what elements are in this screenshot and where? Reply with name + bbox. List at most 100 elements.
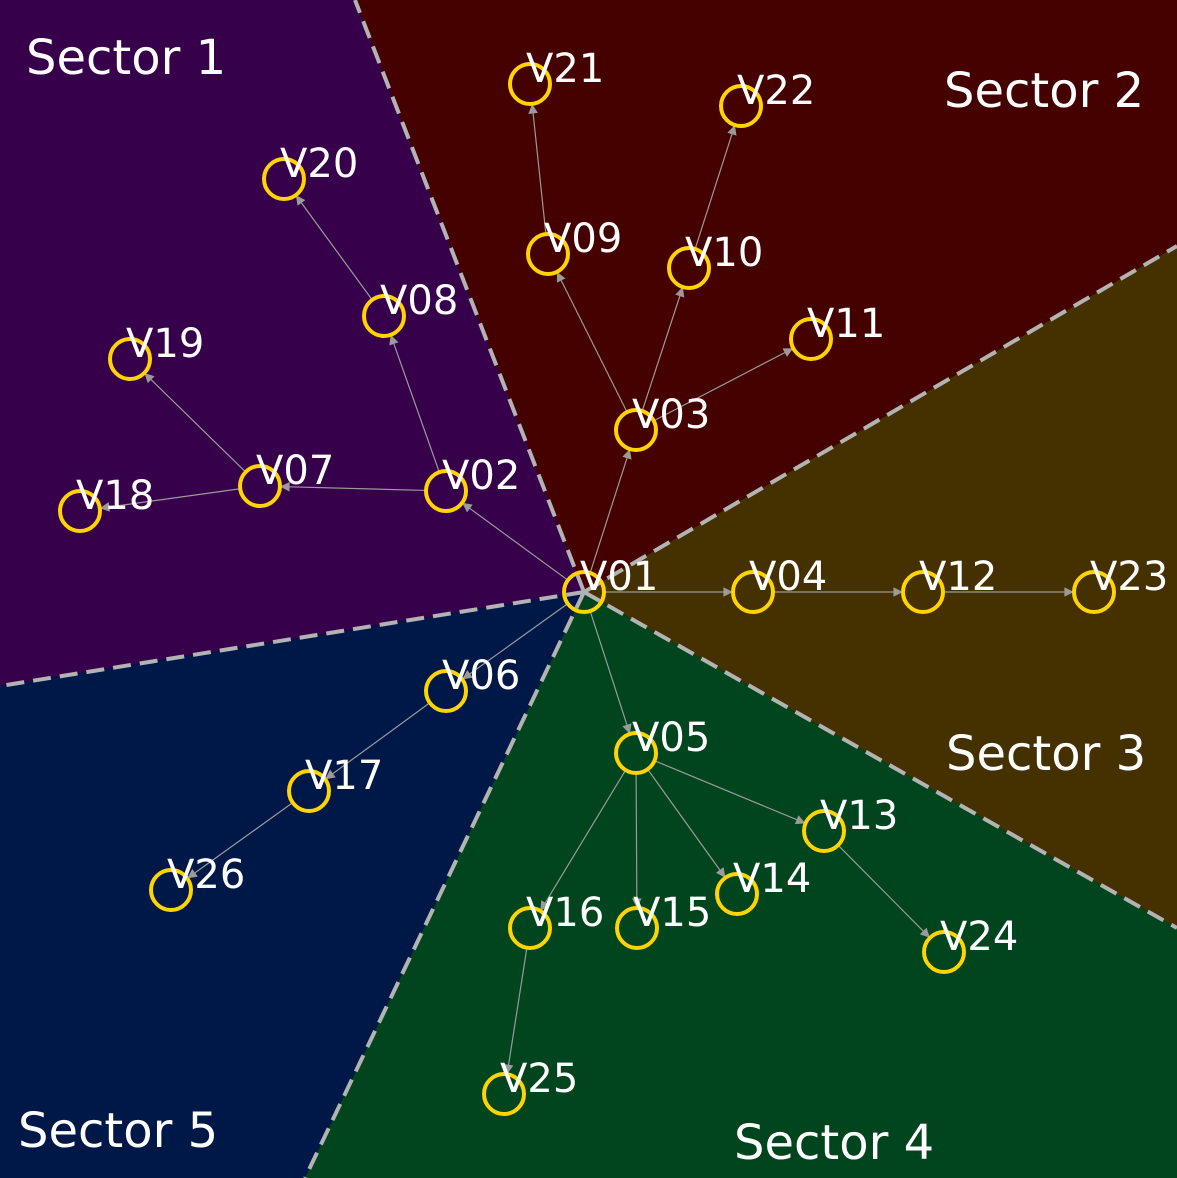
sector-1-region <box>0 0 584 686</box>
edge-v01-v03 <box>589 448 632 574</box>
edge-v13-v24 <box>837 844 931 939</box>
edge-v05-v15 <box>632 772 642 909</box>
node-label: V25 <box>500 1056 578 1102</box>
node-circle <box>482 1072 526 1116</box>
node-label: V24 <box>940 914 1018 960</box>
node-v02: V02 <box>424 453 520 513</box>
sector-3-label: Sector 3 <box>946 726 1146 782</box>
sector-5-label: Sector 5 <box>18 1103 218 1159</box>
node-v11: V11 <box>789 301 885 361</box>
node-label: V06 <box>442 653 520 699</box>
node-v18: V18 <box>58 473 154 533</box>
edge-v08-v20 <box>295 194 373 301</box>
node-label: V19 <box>126 321 204 367</box>
node-label: V02 <box>442 453 520 499</box>
node-label: V13 <box>820 793 898 839</box>
node-v08: V08 <box>362 278 458 338</box>
edge-v03-v09 <box>556 271 628 413</box>
node-v14: V14 <box>715 856 811 916</box>
node-circle <box>238 464 282 508</box>
edge-v05-v13 <box>654 760 806 825</box>
node-label: V10 <box>685 230 763 276</box>
node-v16: V16 <box>508 890 604 950</box>
node-label: V23 <box>1090 554 1168 600</box>
edge-v02-v07 <box>279 481 427 492</box>
edge-v17-v26 <box>186 802 294 879</box>
node-label: V07 <box>256 448 334 494</box>
node-circle <box>287 769 331 813</box>
node-v23: V23 <box>1072 554 1168 614</box>
node-v22: V22 <box>719 68 815 128</box>
sector-3-region <box>584 246 1177 928</box>
node-label: V22 <box>737 68 815 114</box>
node-label: V12 <box>919 554 997 600</box>
node-circle <box>901 570 945 614</box>
node-v21: V21 <box>508 46 604 106</box>
node-circle <box>615 906 659 950</box>
node-v12: V12 <box>901 554 997 614</box>
node-label: V08 <box>380 278 458 324</box>
node-circle <box>362 294 406 338</box>
node-circle <box>562 570 606 614</box>
node-label: V18 <box>76 473 154 519</box>
node-circle <box>667 246 711 290</box>
node-circle <box>526 232 570 276</box>
node-v26: V26 <box>149 852 245 912</box>
edge-v01-v02 <box>461 502 569 581</box>
sector-1-label: Sector 1 <box>26 30 226 86</box>
edges-layer <box>99 103 1074 1075</box>
node-label: V01 <box>580 554 658 600</box>
node-circle <box>424 669 468 713</box>
node-circle <box>802 809 846 853</box>
sector-2-label: Sector 2 <box>944 63 1144 119</box>
edge-v05-v16 <box>539 769 627 912</box>
node-v04: V04 <box>731 554 827 614</box>
node-v20: V20 <box>262 141 358 201</box>
node-label: V21 <box>526 46 604 92</box>
edge-v07-v19 <box>143 372 247 473</box>
node-label: V20 <box>280 141 358 187</box>
node-v24: V24 <box>922 914 1018 974</box>
node-circle <box>719 84 763 128</box>
sector-boundary-1-2 <box>353 0 586 593</box>
node-v15: V15 <box>615 890 711 950</box>
node-label: V14 <box>733 856 811 902</box>
edge-v01-v05 <box>589 610 632 735</box>
node-label: V17 <box>305 753 383 799</box>
sector-4-region <box>305 592 1177 1178</box>
node-v19: V19 <box>108 321 204 381</box>
edge-v06-v17 <box>324 702 431 780</box>
node-circle <box>789 317 833 361</box>
node-v07: V07 <box>238 448 334 508</box>
node-label: V15 <box>633 890 711 936</box>
node-circle <box>731 570 775 614</box>
node-v25: V25 <box>482 1056 578 1116</box>
sector-boundary-4-5 <box>303 591 586 1178</box>
node-circle <box>614 408 658 452</box>
sector-boundary-3-4 <box>583 590 1177 930</box>
node-label: V26 <box>167 852 245 898</box>
edge-v05-v14 <box>647 768 726 879</box>
node-v03: V03 <box>614 392 710 452</box>
sector-boundary-2-3 <box>582 244 1177 594</box>
edge-v10-v22 <box>694 124 737 250</box>
edge-v03-v11 <box>653 347 794 422</box>
node-label: V04 <box>749 554 827 600</box>
node-label: V03 <box>632 392 710 438</box>
edge-v02-v08 <box>389 334 440 473</box>
node-circle <box>922 930 966 974</box>
node-circle <box>715 872 759 916</box>
edge-v07-v18 <box>99 488 241 512</box>
node-v17: V17 <box>287 753 383 813</box>
node-circle <box>508 62 552 106</box>
node-label: V05 <box>632 715 710 761</box>
node-circle <box>508 906 552 950</box>
node-v13: V13 <box>802 793 898 853</box>
edge-v01-v06 <box>461 603 569 680</box>
node-circle <box>108 337 152 381</box>
sector-4-label: Sector 4 <box>734 1115 934 1171</box>
node-circle <box>149 868 193 912</box>
node-v01: V01 <box>562 554 658 614</box>
edge-v16-v25 <box>503 947 528 1075</box>
